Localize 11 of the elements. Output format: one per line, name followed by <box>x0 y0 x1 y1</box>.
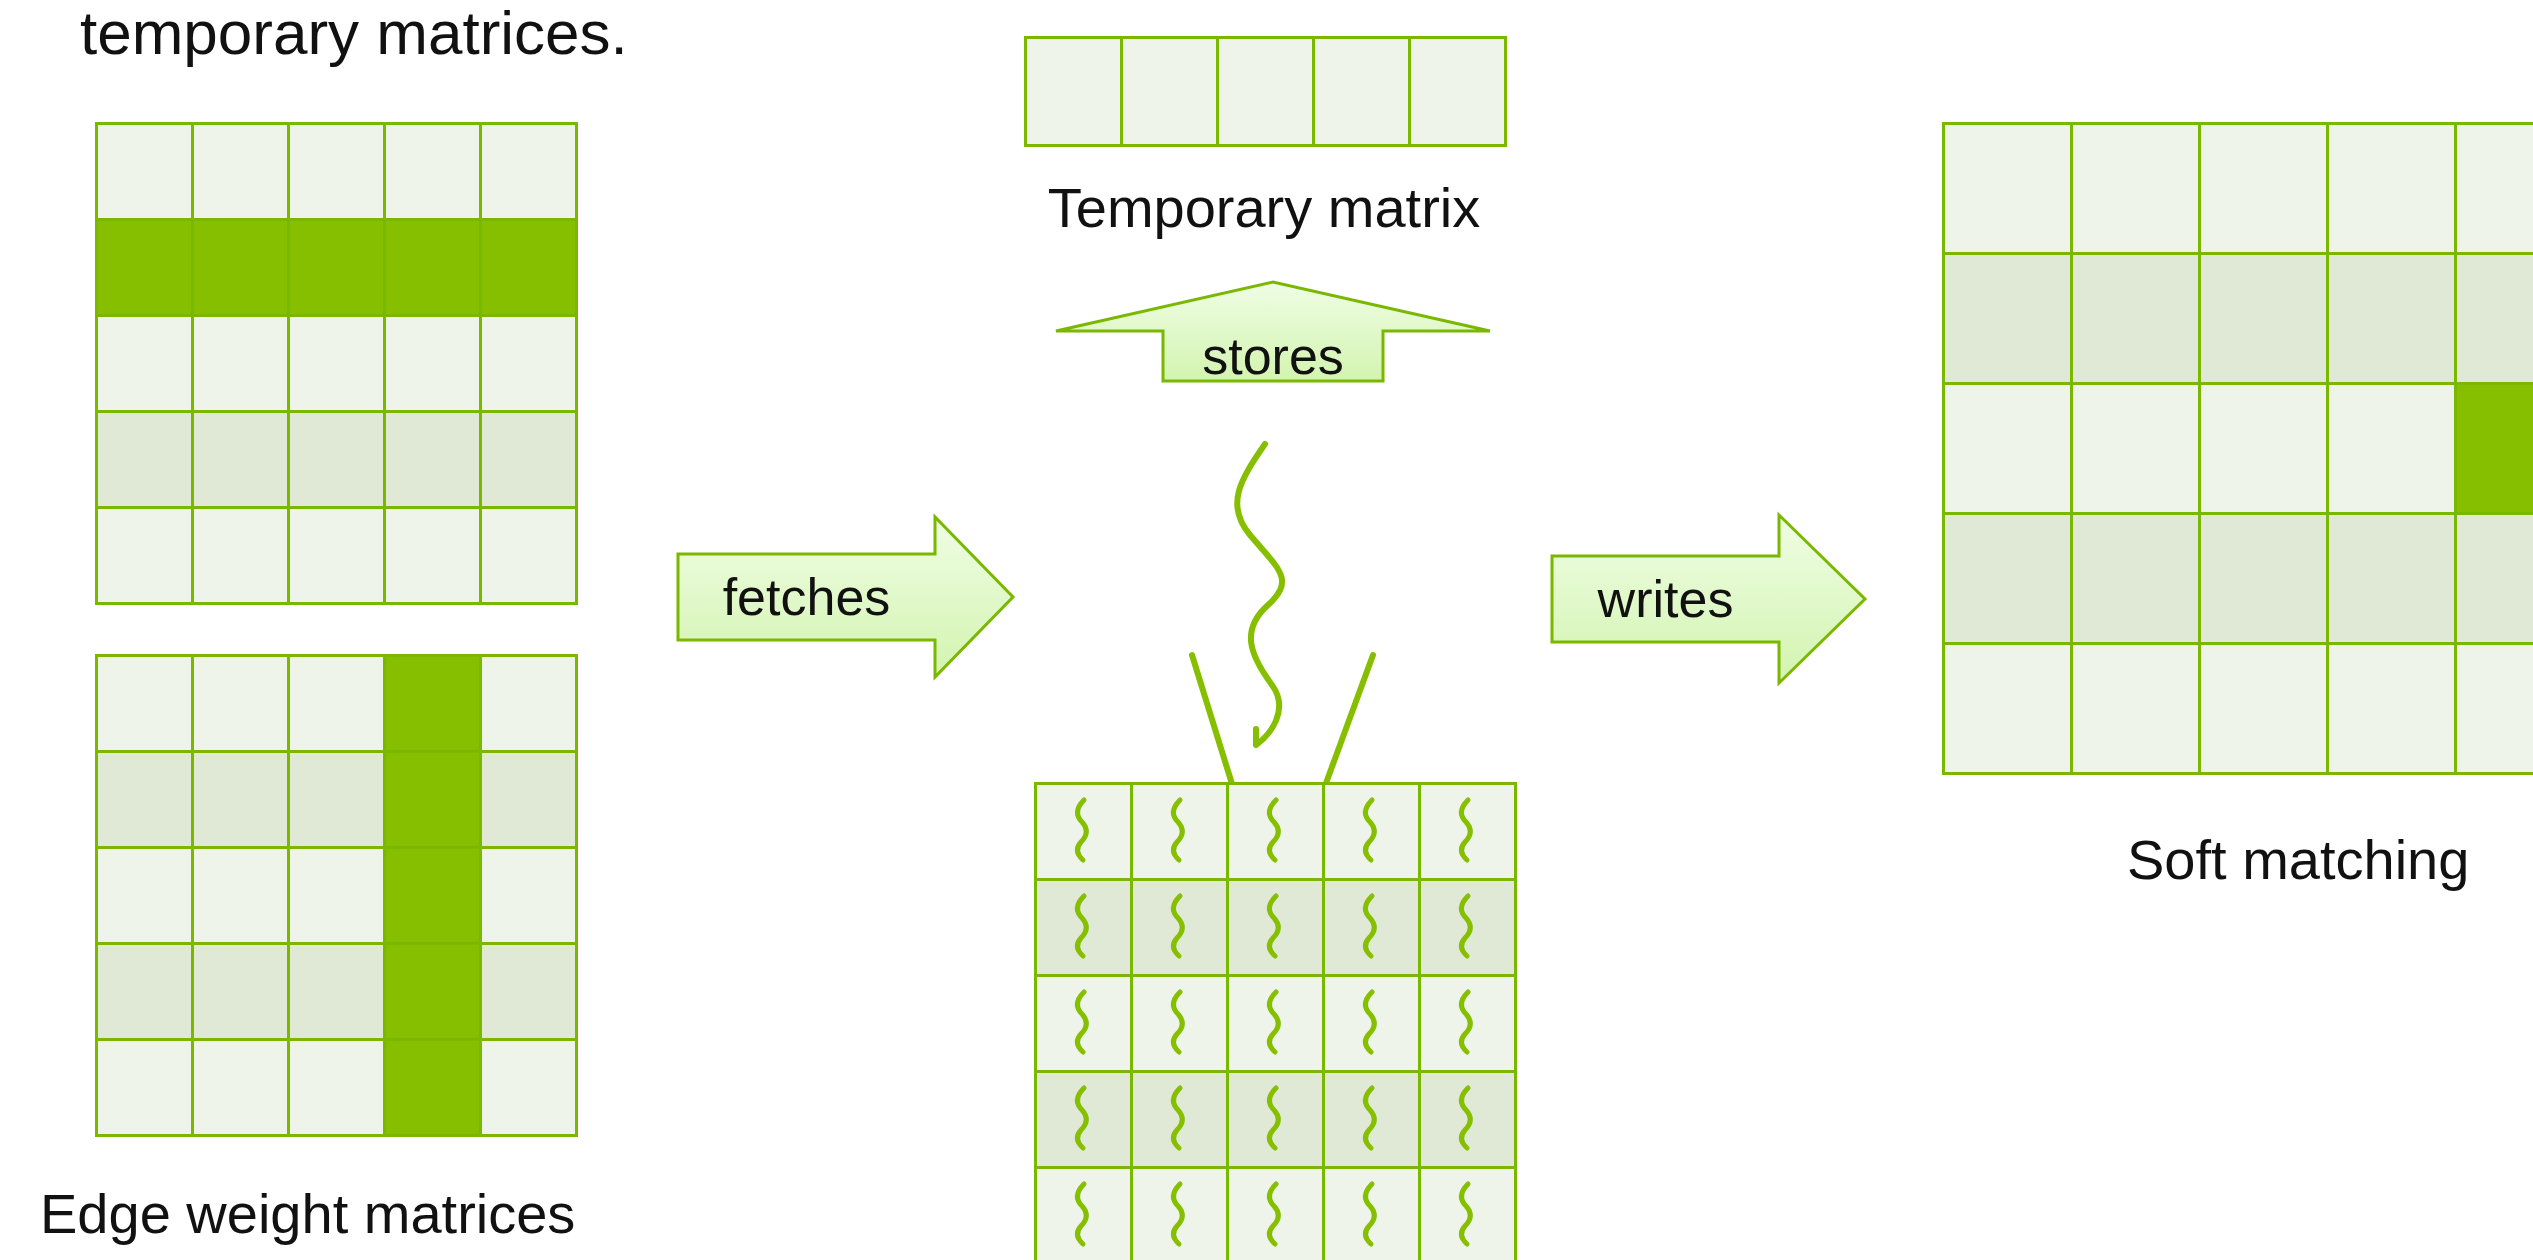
edge-label: fetches <box>722 571 891 623</box>
edge-label: writes <box>1597 573 1734 625</box>
edge-label: stores <box>1202 330 1344 382</box>
block-arrow <box>1550 511 1868 687</box>
thread-grid-drawing <box>1034 782 1514 1260</box>
matrix-grid <box>95 122 575 602</box>
block-arrow <box>1054 280 1492 383</box>
matrix-grid <box>1942 122 2533 772</box>
matrix-grid <box>95 654 575 1134</box>
block-arrow <box>676 513 1016 681</box>
matrix-grid <box>1024 36 1504 144</box>
